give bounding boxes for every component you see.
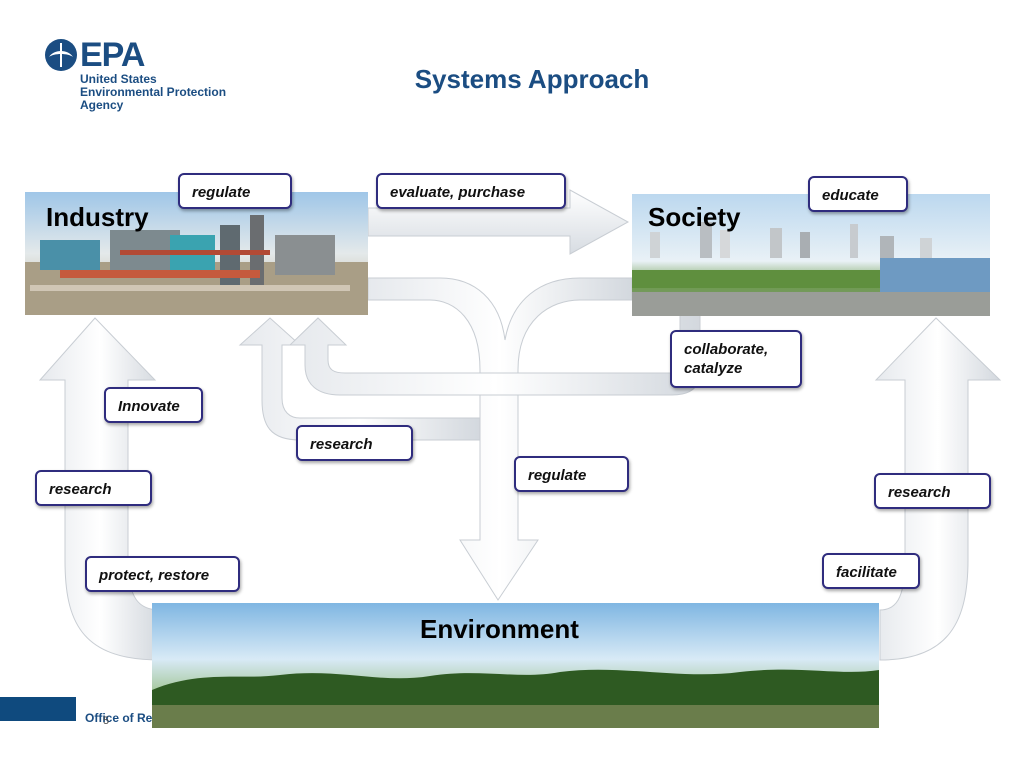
- footer-bar: [0, 697, 76, 721]
- society-photo: [632, 194, 990, 316]
- tag-research-right: research: [874, 473, 991, 509]
- tag-facilitate: facilitate: [822, 553, 920, 589]
- environment-label: Environment: [420, 614, 579, 644]
- agency-line-3: Agency: [80, 98, 124, 112]
- industry-to-society-arrow: [367, 189, 630, 255]
- tag-collaborate-catalyze: collaborate, catalyze: [670, 330, 802, 388]
- page-number: 5: [103, 715, 110, 727]
- agency-line-1: United States: [80, 72, 157, 86]
- tag-protect-restore: protect, restore: [85, 556, 240, 592]
- agency-line-2: Environmental Protection: [80, 85, 227, 99]
- agency-name: United States Environmental Protection A…: [80, 73, 226, 112]
- environment-photo: [152, 603, 879, 728]
- page-title: Systems Approach: [414, 64, 650, 94]
- center-merge-arrow: [367, 277, 633, 601]
- tag-research-center: research: [296, 425, 413, 461]
- industry-label: Industry: [46, 202, 149, 232]
- tag-educate: educate: [808, 176, 908, 212]
- tag-regulate-top: regulate: [178, 173, 292, 209]
- epa-logo: [44, 36, 234, 116]
- industry-photo: [25, 192, 368, 315]
- tag-evaluate-purchase: evaluate, purchase: [376, 173, 566, 209]
- epa-flower-icon: [45, 39, 77, 71]
- research-return-arrow: [238, 317, 481, 441]
- collaborate-return-arrow: [288, 299, 701, 396]
- tag-innovate: Innovate: [104, 387, 203, 423]
- tag-research-left: research: [35, 470, 152, 506]
- society-label: Society: [648, 202, 741, 232]
- footer-office: Office of Re: [85, 711, 153, 725]
- epa-wordmark: EPA: [80, 36, 145, 74]
- tag-regulate-center: regulate: [514, 456, 629, 492]
